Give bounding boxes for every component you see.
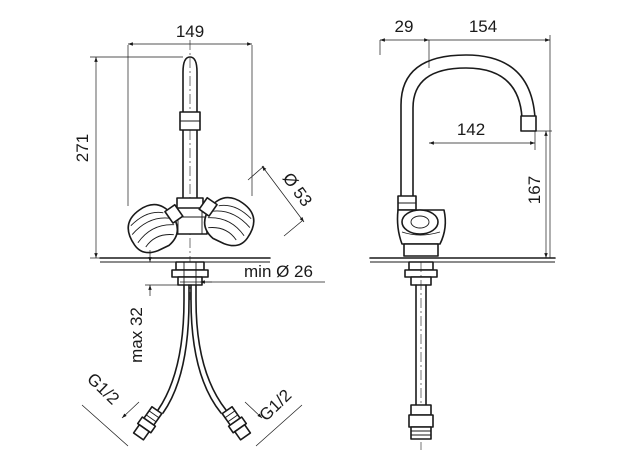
- dim-left-connection: G1/2: [81, 369, 140, 447]
- dim-height-271: 271: [73, 56, 183, 259]
- dim-label-handle-diameter: Ø 53: [279, 169, 316, 210]
- dim-label-hole-diameter: min Ø 26: [244, 262, 313, 281]
- dim-reach-142: 142: [429, 120, 536, 150]
- dim-label-29: 29: [395, 17, 414, 36]
- dim-offset-29: 29: [379, 17, 430, 68]
- dim-width-149: 149: [127, 22, 253, 206]
- dim-right-connection: G1/2: [244, 386, 303, 447]
- dim-label-right-connection: G1/2: [256, 386, 296, 425]
- front-right-hose: [190, 284, 252, 441]
- dim-hole-diameter: min Ø 26: [180, 262, 325, 284]
- front-mounting-nut: [171, 261, 209, 286]
- dim-label-154: 154: [469, 17, 497, 36]
- dim-label-167: 167: [525, 176, 544, 204]
- front-left-hose: [132, 284, 190, 441]
- dim-label-left-connection: G1/2: [83, 369, 123, 408]
- front-right-handle: [198, 196, 255, 247]
- side-mounting-nut: [404, 261, 438, 450]
- dim-label-271: 271: [73, 134, 92, 162]
- dim-label-thread-length: max 32: [127, 307, 146, 363]
- front-left-handle: [127, 203, 184, 254]
- dim-handle-diameter: Ø 53: [247, 165, 316, 237]
- dim-label-142: 142: [457, 120, 485, 139]
- dim-height-167: 167: [525, 130, 552, 258]
- side-view: 29 154 142 167: [369, 17, 556, 450]
- dim-reach-154: 154: [429, 17, 551, 258]
- dim-label-149: 149: [176, 22, 204, 41]
- front-view: 149 271 Ø 53 min Ø 26 max 32: [73, 22, 325, 447]
- side-spout: [397, 54, 537, 211]
- side-hose-fitting: [408, 404, 434, 440]
- dim-thread-length: max 32: [127, 250, 178, 363]
- side-aerator: [520, 115, 537, 132]
- side-handle: [396, 209, 447, 257]
